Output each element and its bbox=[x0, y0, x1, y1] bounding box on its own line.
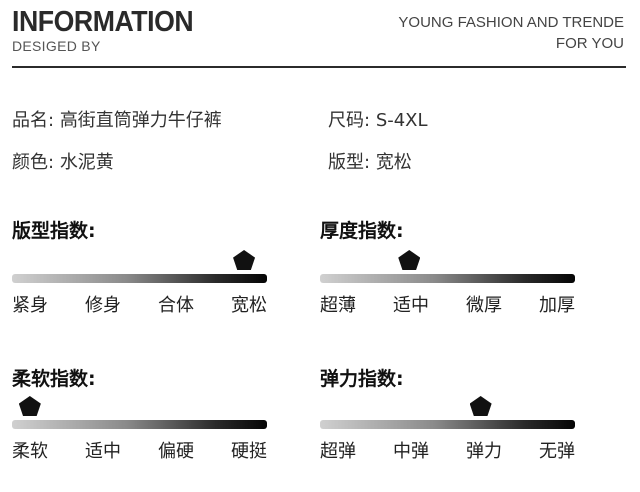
elasticity-index-label: 中弹 bbox=[393, 441, 429, 462]
thickness-index-label: 加厚 bbox=[539, 295, 575, 316]
elasticity-index-marker bbox=[469, 396, 492, 416]
thickness-index-scale: 超薄 适中 微厚 加厚 bbox=[320, 248, 575, 316]
elasticity-index-scale: 超弹 中弹 弹力 无弹 bbox=[320, 394, 575, 462]
fit-index-label: 宽松 bbox=[231, 295, 267, 316]
softness-index-label: 柔软 bbox=[12, 441, 48, 462]
elasticity-index-label: 无弹 bbox=[539, 441, 575, 462]
thickness-index-bar bbox=[320, 274, 575, 283]
fit-row: 版型: 宽松 bbox=[328, 148, 412, 174]
softness-index-label: 适中 bbox=[85, 441, 121, 462]
thickness-index-marker bbox=[398, 250, 421, 270]
tagline: YOUNG FASHION AND TRENDE FOR YOU bbox=[398, 12, 624, 54]
tagline-line-2: FOR YOU bbox=[555, 35, 624, 52]
fit-value: 宽松 bbox=[375, 152, 412, 173]
softness-index-bar bbox=[12, 420, 267, 429]
thickness-index-label: 微厚 bbox=[466, 295, 502, 316]
header-divider bbox=[12, 66, 626, 68]
product-name-label: 品名: bbox=[12, 110, 55, 131]
elasticity-index-title: 弹力指数: bbox=[320, 368, 404, 390]
elasticity-index-bar bbox=[320, 420, 575, 429]
color-label: 颜色: bbox=[12, 152, 55, 173]
softness-index-scale: 柔软 适中 偏硬 硬挺 bbox=[12, 394, 267, 462]
brand-subtitle: DESIGED BY bbox=[12, 38, 101, 54]
softness-index-marker bbox=[18, 396, 41, 416]
thickness-index-title: 厚度指数: bbox=[320, 220, 404, 242]
softness-index-title: 柔软指数: bbox=[12, 368, 96, 390]
tagline-line-1: YOUNG FASHION AND TRENDE bbox=[398, 14, 624, 31]
product-name-value: 高街直筒弹力牛仔裤 bbox=[59, 110, 222, 131]
color-row: 颜色: 水泥黄 bbox=[12, 148, 114, 174]
size-row: 尺码: S-4XL bbox=[328, 106, 428, 132]
fit-index-scale: 紧身 修身 合体 宽松 bbox=[12, 248, 267, 316]
fit-index-bar bbox=[12, 274, 267, 283]
fit-index-label: 修身 bbox=[85, 295, 121, 316]
fit-index-title: 版型指数: bbox=[12, 220, 96, 242]
fit-index-marker bbox=[233, 250, 256, 270]
thickness-index-label: 适中 bbox=[393, 295, 429, 316]
size-value: S-4XL bbox=[375, 110, 428, 131]
product-name-row: 品名: 高街直筒弹力牛仔裤 bbox=[12, 106, 222, 132]
thickness-index-label: 超薄 bbox=[320, 295, 356, 316]
size-label: 尺码: bbox=[328, 110, 371, 131]
elasticity-index-label: 超弹 bbox=[320, 441, 356, 462]
fit-index-label: 合体 bbox=[158, 295, 194, 316]
fit-index-label: 紧身 bbox=[12, 295, 48, 316]
fit-label: 版型: bbox=[328, 152, 371, 173]
softness-index-label: 偏硬 bbox=[158, 441, 194, 462]
elasticity-index-label: 弹力 bbox=[466, 441, 502, 462]
brand-title: INFORMATION bbox=[12, 6, 194, 38]
color-value: 水泥黄 bbox=[59, 152, 114, 173]
softness-index-label: 硬挺 bbox=[231, 441, 267, 462]
